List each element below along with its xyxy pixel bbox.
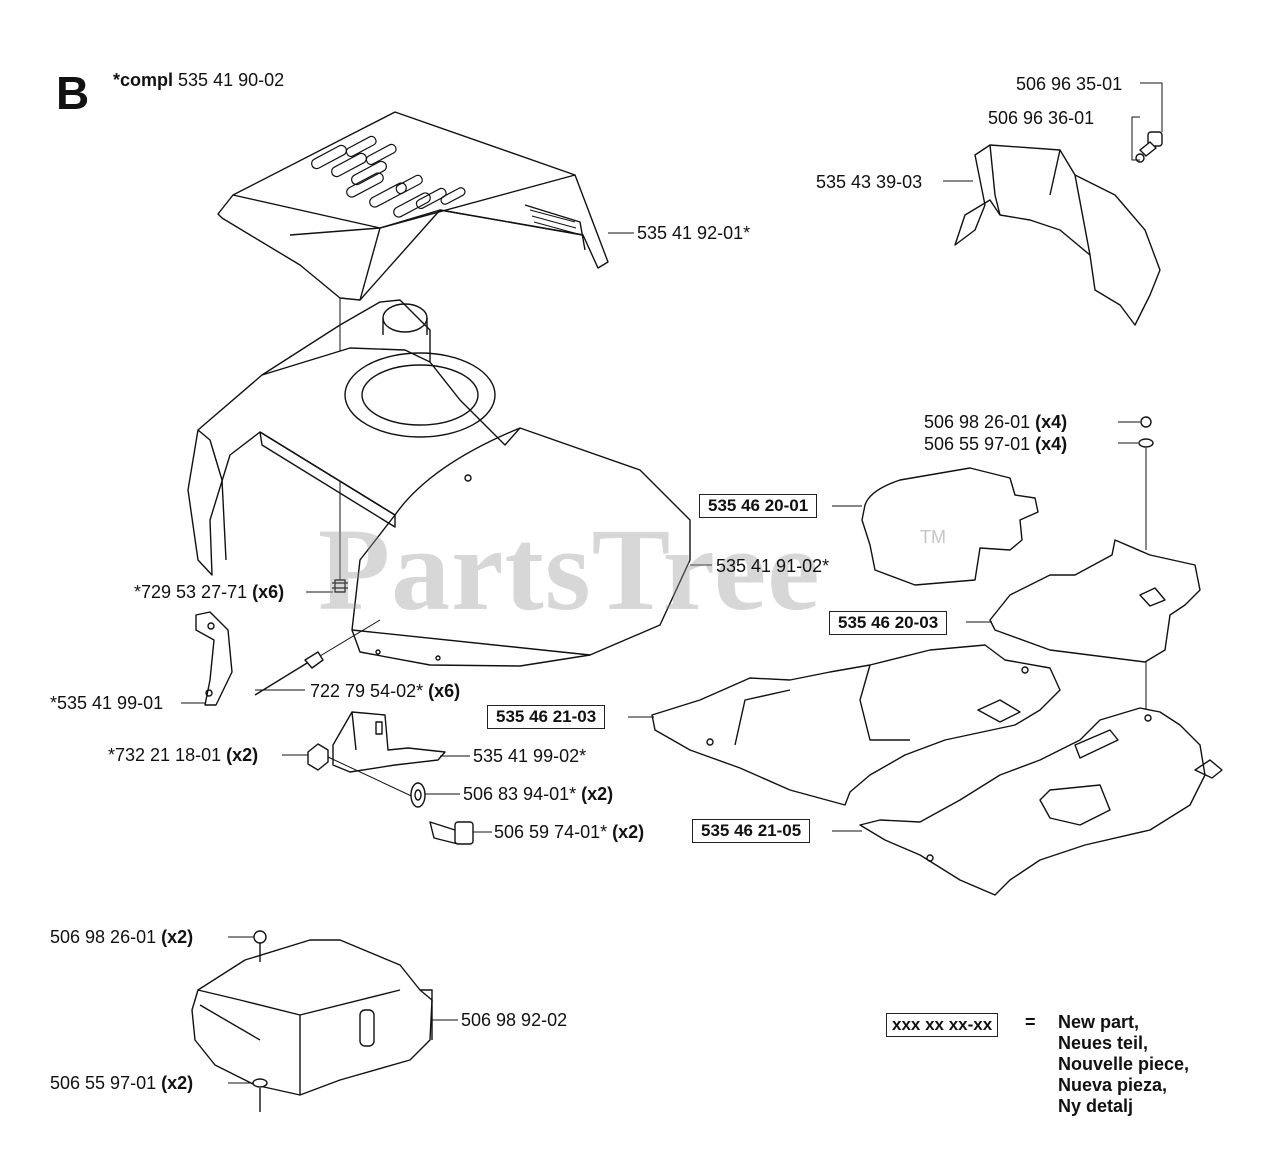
part-label[interactable]: 506 98 92-02 — [461, 1010, 568, 1030]
part-label[interactable]: *732 21 18-01 (x2) — [108, 745, 259, 765]
screw-729-part — [332, 579, 348, 593]
part-label[interactable]: 535 41 99-02* — [473, 746, 587, 766]
part-label[interactable]: 722 79 54-02* (x6) — [310, 681, 461, 701]
part-label[interactable]: 506 83 94-01* (x2) — [463, 784, 614, 804]
part-label[interactable]: 535 41 92-01* — [637, 223, 751, 243]
part-label[interactable]: *535 41 99-01 — [50, 693, 164, 713]
legend-sample-code: xxx xx xx-xx — [886, 1013, 999, 1037]
small-screw-part — [1135, 131, 1163, 163]
new-part-label[interactable]: 535 46 21-03 — [487, 705, 606, 729]
mat-20-03-part — [989, 539, 1201, 663]
section-letter: B — [56, 67, 90, 119]
new-part-label[interactable]: 535 46 21-05 — [692, 819, 811, 843]
screw-washer-stack — [1138, 416, 1154, 715]
pin-part — [254, 619, 381, 696]
watermark: PartsTree — [318, 504, 821, 635]
mat-21-05-part — [859, 707, 1223, 896]
top-cover-part — [217, 111, 609, 301]
legend-line: Ny detalj — [1058, 1096, 1134, 1116]
part-label[interactable]: 506 55 97-01 (x4) — [924, 434, 1068, 454]
legend-equals: = — [1025, 1012, 1036, 1032]
part-label[interactable]: *729 53 27-71 (x6) — [134, 582, 285, 602]
part-label[interactable]: 506 98 26-01 (x2) — [50, 927, 194, 947]
washer-part — [410, 782, 426, 808]
bolt-part — [429, 821, 474, 845]
mat-20-01-part — [861, 467, 1039, 586]
legend-line: Nueva pieza, — [1058, 1075, 1168, 1095]
new-part-label[interactable]: 535 46 20-01 — [699, 494, 818, 518]
legend-line: Nouvelle piece, — [1058, 1054, 1190, 1074]
box-washer-part — [252, 1078, 268, 1112]
legend-line: New part, — [1058, 1012, 1140, 1032]
bracket-part-left — [195, 611, 233, 706]
part-label[interactable]: 535 41 91-02* — [716, 556, 830, 576]
box-cover-part — [191, 939, 433, 1096]
nut-part — [307, 743, 421, 801]
part-label[interactable]: 506 96 35-01 — [1016, 74, 1123, 94]
main-hood-part — [187, 299, 691, 667]
part-label[interactable]: 506 59 74-01* (x2) — [494, 822, 645, 842]
part-label[interactable]: 506 55 97-01 (x2) — [50, 1073, 194, 1093]
mat-21-03-part — [651, 644, 1061, 806]
part-label[interactable]: 506 98 26-01 (x4) — [924, 412, 1068, 432]
watermark-tm: TM — [920, 527, 946, 547]
bracket-part-right — [332, 711, 446, 773]
legend-text: New part, Neues teil, Nouvelle piece, Nu… — [1058, 1012, 1189, 1117]
compl-label: *compl 535 41 90-02 — [113, 70, 285, 90]
new-part-label[interactable]: 535 46 20-03 — [829, 611, 948, 635]
part-label[interactable]: 506 96 36-01 — [988, 108, 1095, 128]
legend-line: Neues teil, — [1058, 1033, 1149, 1053]
part-label[interactable]: 535 43 39-03 — [816, 172, 923, 192]
shield-part — [954, 144, 1161, 326]
leader-lines — [181, 82, 1163, 1084]
